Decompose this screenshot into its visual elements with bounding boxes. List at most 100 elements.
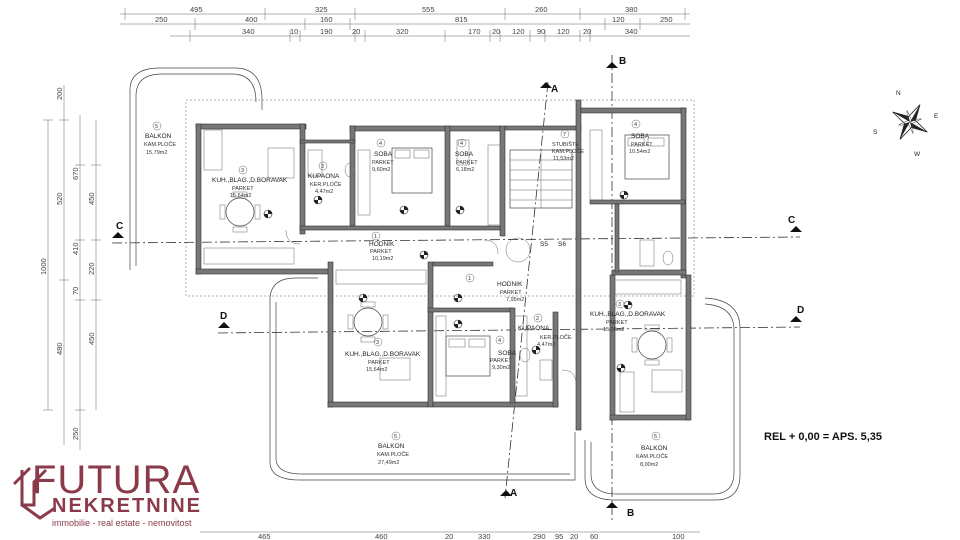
balcony-outlines <box>129 67 741 501</box>
room-5-floor: PARKET <box>456 160 478 166</box>
dim-left-5: 1000 <box>39 258 48 275</box>
dim-left-1: 200 <box>55 87 64 100</box>
room-14-number: 5 <box>394 434 397 440</box>
room-15-floor: KAM.PLOČE <box>636 453 668 460</box>
dim-bottom-5: 290 <box>533 532 546 540</box>
dim-top-11: 250 <box>660 15 673 24</box>
room-11-area: 4,47m2 <box>537 342 555 348</box>
room-12-name: SOBA <box>498 350 517 357</box>
dim-top-5: 380 <box>625 5 638 14</box>
dim-bottom-6: 95 <box>555 532 563 540</box>
dim-top-1: 495 <box>190 5 203 14</box>
room-4-number: 4 <box>379 141 382 147</box>
dim-top-10: 120 <box>612 15 625 24</box>
left-dimension-lines: 200 520 670 450 1000 410 70 220 480 450 … <box>39 85 101 450</box>
room-11-floor: KER.PLOČE <box>540 334 572 341</box>
dim-bottom-3: 20 <box>445 532 453 540</box>
dim-top-13: 10 <box>290 27 298 36</box>
compass-n: N <box>896 90 901 97</box>
room-3-floor: KER.PLOČE <box>310 181 342 188</box>
walls <box>195 99 692 431</box>
dim-top-12: 340 <box>242 27 255 36</box>
room-9-number: 1 <box>468 276 471 282</box>
room-6-number: 1 <box>374 234 377 240</box>
dining-table-3 <box>631 324 673 366</box>
room-7-name: STUBIŠTE <box>552 141 579 148</box>
room-10-area: 15,64m2 <box>366 367 387 373</box>
room-1-floor: KAM.PLOČE <box>144 141 176 148</box>
company-logo: FUTURA NEKRETNINE immobilie - real estat… <box>12 458 202 528</box>
room-2-area: 15,64m2 <box>230 193 251 199</box>
section-b-top-label: B <box>619 56 626 67</box>
dim-bottom-2: 460 <box>375 532 388 540</box>
level-markers <box>263 190 633 373</box>
dim-top-21: 120 <box>557 27 570 36</box>
room-9-floor: PARKET <box>500 290 522 296</box>
dim-top-4: 260 <box>535 5 548 14</box>
room-4-name: SOBA <box>374 151 393 158</box>
dim-top-22: 20 <box>583 27 591 36</box>
dim-top-3: 555 <box>422 5 435 14</box>
dim-left-3: 670 <box>71 167 80 180</box>
logo-tagline: immobilie - real estate - nemovitost <box>52 518 192 528</box>
section-c-right-label: C <box>788 215 795 226</box>
room-5-number: 4 <box>460 141 463 147</box>
room-8-floor: PARKET <box>631 142 653 148</box>
section-a-top-label: A <box>551 84 558 95</box>
room-12-number: 4 <box>498 338 501 344</box>
room-9-area: 7,95m2 <box>506 297 524 303</box>
dim-left-9: 480 <box>55 342 64 355</box>
room-6-area: 10,19m2 <box>372 256 393 262</box>
logo-sub-text: NEKRETNINE <box>52 495 202 517</box>
dim-top-16: 320 <box>396 27 409 36</box>
dim-top-23: 340 <box>625 27 638 36</box>
dim-bottom-1: 465 <box>258 532 271 540</box>
room-12-floor: PARKET <box>490 358 512 364</box>
logo-main-text: FUTURA <box>32 458 200 502</box>
room-1-number: 5 <box>155 124 158 130</box>
house-mark-icon <box>12 466 56 520</box>
room-14-name: BALKON <box>378 443 405 450</box>
compass-w: W <box>914 151 921 158</box>
room-1-name: BALKON <box>145 133 172 140</box>
room-4-floor: PARKET <box>372 160 394 166</box>
dim-bottom-7: 20 <box>570 532 578 540</box>
room-15-area: 8,00m2 <box>640 462 658 468</box>
dim-left-11: 250 <box>71 427 80 440</box>
dim-top-15: 20 <box>352 27 360 36</box>
room-5-name: SOBA <box>455 151 474 158</box>
room-13-floor: PARKET <box>606 320 628 326</box>
section-d-left-label: D <box>220 311 227 322</box>
dim-top-9: 815 <box>455 15 468 24</box>
dining-table-2 <box>347 301 389 343</box>
room-3-number: 2 <box>321 164 324 170</box>
dim-top-19: 120 <box>512 27 525 36</box>
section-d-right-label: D <box>797 305 804 316</box>
room-8-area: 10,54m2 <box>629 149 650 155</box>
dim-left-8: 220 <box>87 262 96 275</box>
room-2-floor: PARKET <box>232 186 254 192</box>
dim-top-6: 250 <box>155 15 168 24</box>
compass-e: E <box>934 113 939 120</box>
dim-left-4: 450 <box>87 192 96 205</box>
dim-left-6: 410 <box>71 242 80 255</box>
dim-top-2: 325 <box>315 5 328 14</box>
stair-label-s6: S6 <box>558 241 566 248</box>
room-2-name: KUH.,BLAG.,D.BORAVAK <box>212 177 288 184</box>
compass-s: S <box>873 129 878 136</box>
room-12-area: 9,30m2 <box>492 365 510 371</box>
dim-top-14: 190 <box>320 27 333 36</box>
dim-bottom-8: 60 <box>590 532 598 540</box>
top-dimension-lines: 495 325 555 260 380 250 400 160 815 120 … <box>120 5 690 42</box>
bottom-dimension-lines: 465 460 20 330 290 95 20 60 100 <box>200 531 700 540</box>
room-4-area: 9,60m2 <box>372 167 390 173</box>
room-6-floor: PARKET <box>370 249 392 255</box>
dim-left-7: 70 <box>71 287 80 295</box>
section-c-left-label: C <box>116 221 123 232</box>
room-6-name: HODNIK <box>369 241 395 248</box>
room-13-number: 3 <box>618 302 621 308</box>
dim-bottom-4: 330 <box>478 532 491 540</box>
room-2-number: 3 <box>241 168 244 174</box>
room-7-floor: KAM.PLOČE <box>552 148 584 155</box>
